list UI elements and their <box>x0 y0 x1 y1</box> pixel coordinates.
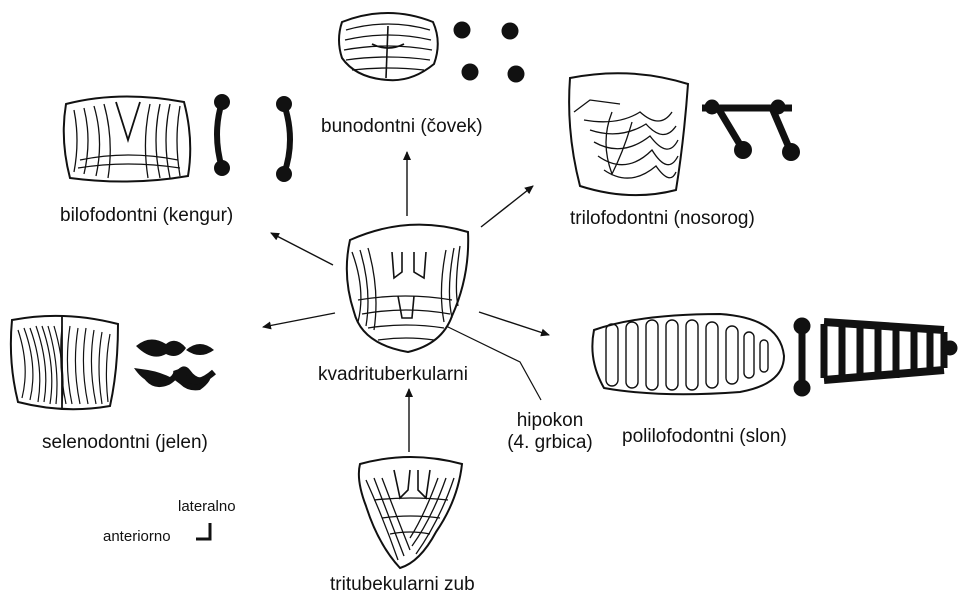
label-tritubercular: tritubekularni zub <box>330 574 475 596</box>
trilofodont-loph-pattern <box>702 100 800 161</box>
label-bunodont: bunodontni (čovek) <box>321 116 483 138</box>
label-bilofodont: bilofodontni (kengur) <box>60 205 233 227</box>
orientation-marker <box>196 523 210 539</box>
polylophodont-tooth-drawing <box>592 314 784 394</box>
arrow-to-polilofodont <box>479 312 549 335</box>
polylophodont-loph-pattern <box>794 318 957 396</box>
quadritubercular-tooth-drawing <box>347 225 468 352</box>
label-hipokon-note: (4. grbica) <box>495 432 605 454</box>
bilofodont-loph-pattern <box>215 95 292 182</box>
bunodont-tooth-drawing <box>339 13 438 80</box>
label-trilofodont: trilofodontni (nosorog) <box>570 208 755 230</box>
arrow-to-selenodont <box>263 313 335 327</box>
trilofodont-tooth-drawing <box>569 73 688 195</box>
label-selenodont: selenodontni (jelen) <box>42 432 208 454</box>
arrow-to-bilofodont <box>271 233 333 265</box>
bilofodont-tooth-drawing <box>64 96 191 181</box>
selenodont-crescent-pattern <box>134 339 214 390</box>
label-polylophodont: polilofodontni (slon) <box>622 426 787 448</box>
hipokon-pointer-line <box>446 326 541 400</box>
label-hipokon-name: hipokon <box>495 410 605 432</box>
bunodont-cusp-pattern <box>454 22 525 83</box>
label-anterior: anteriorno <box>103 528 171 545</box>
arrow-to-trilofodont <box>481 186 533 227</box>
selenodont-tooth-drawing <box>11 316 118 409</box>
label-quadritubercular: kvadrituberkularni <box>318 364 468 386</box>
tritubercular-tooth-drawing <box>359 457 462 568</box>
label-lateral: lateralno <box>178 498 236 515</box>
label-hipokon: hipokon (4. grbica) <box>495 410 605 454</box>
